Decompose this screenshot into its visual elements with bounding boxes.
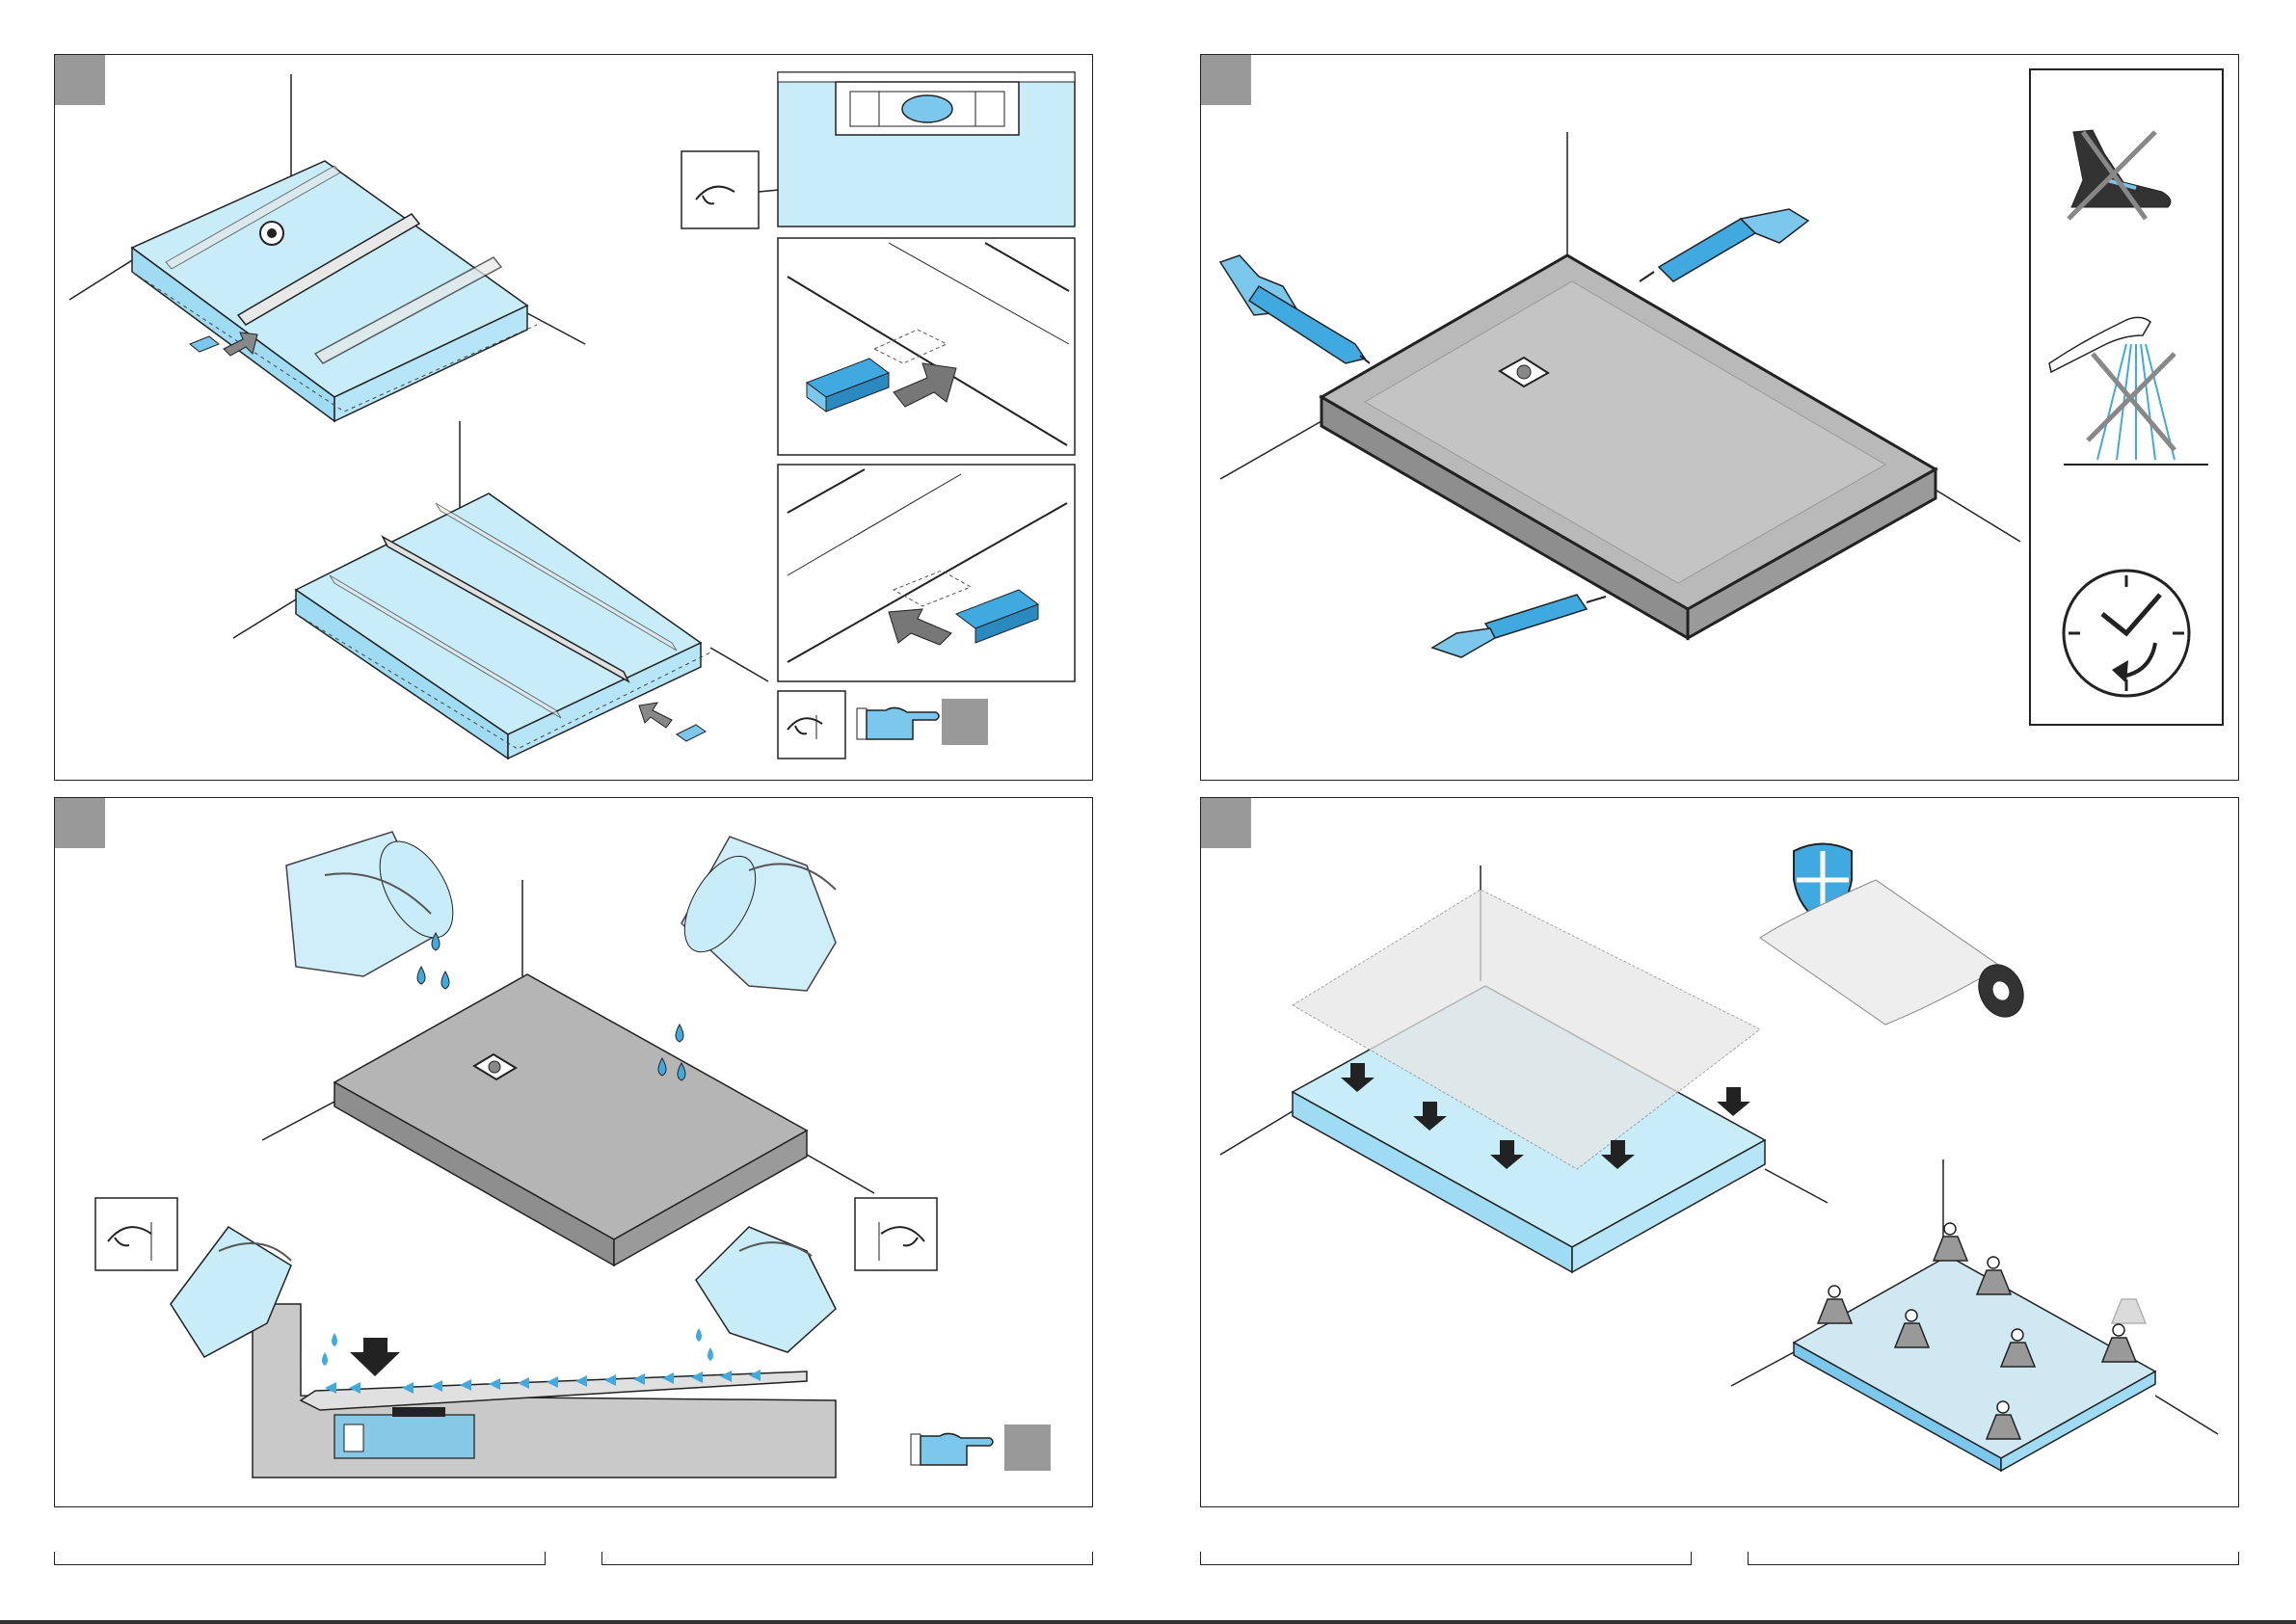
step-reference-badge — [942, 699, 988, 745]
panel-water-test — [54, 797, 1093, 1507]
panel-protection-fleece — [1200, 797, 2239, 1507]
bottom-rule — [0, 1620, 2296, 1624]
level-check-illustration — [55, 55, 1094, 782]
pointing-hand-icon — [857, 707, 939, 739]
footer-rule-right-1 — [1200, 1552, 1692, 1565]
footer-rule-right-2 — [1748, 1552, 2239, 1565]
wedge-shim-icon — [639, 703, 706, 741]
silicone-sealing-illustration — [1201, 55, 2240, 782]
pointing-hand-icon — [911, 1433, 993, 1465]
wedge-shim-icon — [778, 238, 1075, 455]
footer-rule-left-2 — [601, 1552, 1093, 1565]
clock-wait-icon — [2064, 571, 2189, 696]
shower-tray-grey — [1220, 132, 2020, 638]
bucket-icon — [670, 837, 836, 991]
footer-rule-left-1 — [54, 1552, 546, 1565]
eye-icon — [778, 691, 845, 759]
caulking-gun-icon — [1640, 209, 1808, 281]
shower-tray-blue — [1220, 865, 1828, 1272]
step-reference-badge — [1004, 1424, 1051, 1471]
caulking-gun-icon — [1220, 255, 1370, 363]
panel-level-check — [54, 54, 1093, 781]
eye-icon — [95, 1198, 177, 1270]
caulking-gun-icon — [1432, 595, 1606, 657]
water-test-illustration — [55, 798, 1094, 1508]
wedge-shim-icon — [778, 465, 1075, 681]
bucket-icon — [286, 829, 467, 976]
panel-silicone-sealing — [1200, 54, 2239, 781]
spirit-level-icon — [778, 72, 1075, 226]
protection-fleece-illustration — [1201, 798, 2240, 1508]
shower-tray-bottom — [233, 421, 768, 759]
bucket-icon — [696, 1227, 836, 1352]
eye-icon — [855, 1198, 937, 1270]
shower-tray-top — [69, 74, 585, 421]
weighted-tray — [1731, 1159, 2218, 1471]
